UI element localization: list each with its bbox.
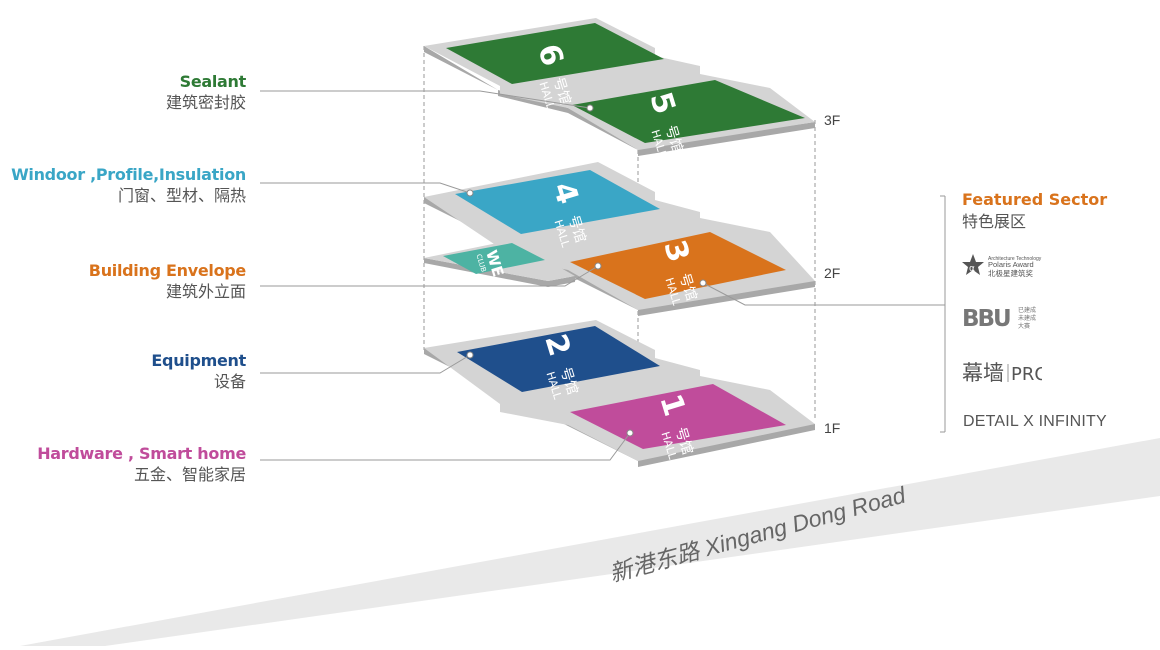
polaris-line2: Polaris Award [988,260,1034,269]
floor-label-3f: 3F [824,112,841,128]
hall-2-area[interactable] [457,326,660,392]
bbu-line2: 未建成 [1018,314,1036,322]
category-sealant-cn: 建筑密封胶 [165,95,246,112]
hall-6-area[interactable] [446,23,664,84]
polaris-award-logo: α Architecture Technology Polaris Award … [962,252,1072,285]
svg-text:α: α [969,264,975,274]
hall-4-area[interactable] [455,170,660,234]
floor-1f-platform [424,320,815,467]
road-band [20,438,1160,646]
leader-dots [466,104,707,437]
category-building-envelope-cn: 建筑外立面 [165,284,246,301]
floor-label-1f: 1F [824,420,841,436]
category-equipment: Equipment 设备 [0,351,246,394]
featured-sector-title-en: Featured Sector [962,190,1108,209]
hall-2-cn: 号馆 [557,365,580,396]
detail-x-infinity: DETAIL X INFINITY [963,413,1107,430]
category-building-envelope-en: Building Envelope [88,261,247,280]
polaris-line1: Architecture Technology [988,256,1042,262]
polaris-line3: 北极星建筑奖 [988,268,1033,278]
category-hardware: Hardware , Smart home 五金、智能家居 [0,444,246,487]
category-hardware-cn: 五金、智能家居 [133,467,246,484]
hall-5-area[interactable] [572,80,805,143]
featured-sector-title-cn: 特色展区 [962,214,1027,231]
bbu-line3: 大赛 [1018,322,1030,330]
bbu-name: BBU [962,306,1010,332]
hall-3-cn: 号馆 [676,271,699,302]
floor-label-2f: 2F [824,265,841,281]
hall-1-cn: 号馆 [672,425,695,456]
hall-1-area[interactable] [570,384,786,449]
bbu-logo: BBU 已建成 未建成 大赛 [962,304,1057,337]
bbu-line1: 已建成 [1018,306,1036,314]
category-windoor-cn: 门窗、型材、隔热 [117,188,246,205]
leader-lines [260,90,946,461]
hall-6-cn: 号馆 [550,75,573,106]
mq-pro-en: PRO [1011,364,1042,385]
hall-3-area[interactable] [570,232,786,299]
mq-pro-cn: 幕墙 [962,361,1004,385]
category-hardware-en: Hardware , Smart home [37,444,246,463]
category-building-envelope: Building Envelope 建筑外立面 [0,261,247,304]
category-equipment-en: Equipment [151,351,246,370]
floor-3f-platform [424,18,815,156]
featured-sector: Featured Sector 特色展区 [962,190,1142,234]
mq-pro-logo: 幕墙 PRO [962,358,1049,391]
category-windoor: Windoor ,Profile,Insulation 门窗、型材、隔热 [0,165,246,208]
we-club-area[interactable] [443,243,545,274]
hall-5-cn: 号馆 [662,123,685,154]
hall-4-cn: 号馆 [565,213,588,244]
floor-2f-platform [424,162,815,316]
category-sealant: Sealant 建筑密封胶 [0,72,246,115]
category-windoor-en: Windoor ,Profile,Insulation [11,165,246,184]
category-equipment-cn: 设备 [213,374,246,391]
category-sealant-en: Sealant [179,72,247,91]
